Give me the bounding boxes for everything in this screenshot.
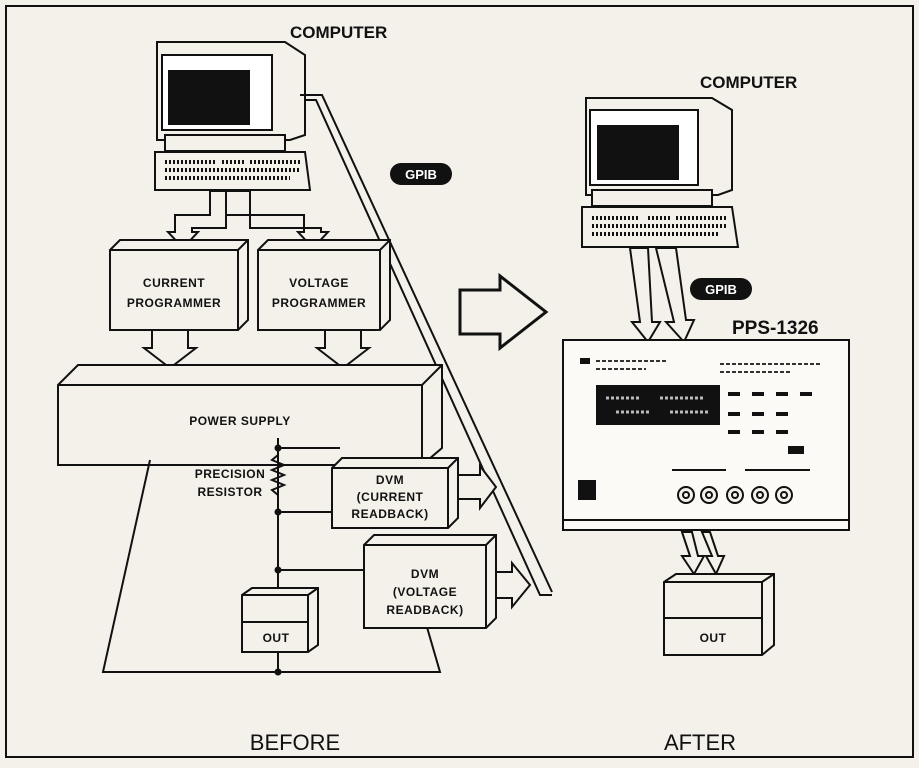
pps-1326-instrument bbox=[562, 339, 850, 531]
power-supply-box: POWER SUPPLY bbox=[57, 364, 443, 466]
after-caption: AFTER bbox=[664, 730, 736, 755]
before-to-after-arrow bbox=[458, 272, 549, 352]
after-out-label: OUT bbox=[700, 631, 727, 645]
svg-text:GPIB: GPIB bbox=[705, 282, 737, 297]
before-caption: BEFORE bbox=[250, 730, 340, 755]
brand-logo bbox=[580, 358, 590, 364]
after-output-arrow-left bbox=[680, 531, 706, 576]
current-programmer-line1: CURRENT bbox=[143, 276, 205, 290]
node-dot bbox=[274, 668, 282, 676]
current-to-supply-arrow bbox=[141, 329, 199, 370]
node-dot bbox=[274, 566, 282, 574]
voltage-programmer-line1: VOLTAGE bbox=[289, 276, 349, 290]
voltage-to-supply-arrow bbox=[314, 329, 372, 370]
dvm-voltage-box: DVM (VOLTAGE READBACK) bbox=[363, 534, 497, 629]
current-programmer-line2: PROGRAMMER bbox=[127, 296, 221, 310]
dvm-current-output-arrow bbox=[457, 463, 498, 511]
after-gpib-arrow-left bbox=[628, 247, 662, 344]
dvm-current-line3: READBACK) bbox=[351, 507, 428, 521]
before-gpib-line-b bbox=[306, 99, 552, 596]
before-out-box: OUT bbox=[241, 587, 319, 653]
precision-resistor-line2: RESISTOR bbox=[197, 485, 262, 499]
power-supply-label: POWER SUPPLY bbox=[189, 414, 291, 428]
dvm-current-box: DVM (CURRENT READBACK) bbox=[331, 457, 459, 529]
lcd-display bbox=[596, 385, 720, 425]
before-gpib-line-a bbox=[300, 94, 553, 593]
dvm-voltage-output-arrow bbox=[495, 560, 532, 610]
after-out-box: OUT bbox=[663, 573, 775, 656]
keypad bbox=[728, 392, 812, 454]
svg-text:GPIB: GPIB bbox=[405, 167, 437, 182]
voltage-programmer-box: VOLTAGE PROGRAMMER bbox=[257, 239, 391, 331]
before-computer-icon bbox=[154, 41, 312, 191]
before-computer-label: COMPUTER bbox=[290, 23, 387, 42]
dvm-current-line2: (CURRENT bbox=[357, 490, 424, 504]
dvm-current-line1: DVM bbox=[376, 473, 404, 487]
node-dot bbox=[274, 508, 282, 516]
after-computer-icon bbox=[581, 97, 740, 248]
power-switch bbox=[578, 480, 596, 500]
model-label: PPS-1326 bbox=[732, 318, 819, 339]
before-out-label: OUT bbox=[263, 631, 290, 645]
precision-resistor-line1: PRECISION bbox=[195, 467, 266, 481]
dvm-voltage-line1: DVM bbox=[411, 567, 439, 581]
after-gpib-arrow-right bbox=[654, 247, 696, 344]
output-terminals bbox=[677, 486, 793, 504]
before-gpib-badge: GPIB bbox=[390, 163, 452, 185]
dvm-voltage-line2: (VOLTAGE bbox=[393, 585, 457, 599]
after-gpib-badge: GPIB bbox=[690, 278, 752, 300]
outer-frame bbox=[5, 5, 914, 758]
dvm-voltage-line3: READBACK) bbox=[386, 603, 463, 617]
node-dot bbox=[274, 444, 282, 452]
after-computer-label: COMPUTER bbox=[700, 73, 797, 92]
after-output-arrow-right bbox=[700, 531, 726, 577]
voltage-programmer-line2: PROGRAMMER bbox=[272, 296, 366, 310]
current-programmer-box: CURRENT PROGRAMMER bbox=[109, 239, 249, 331]
